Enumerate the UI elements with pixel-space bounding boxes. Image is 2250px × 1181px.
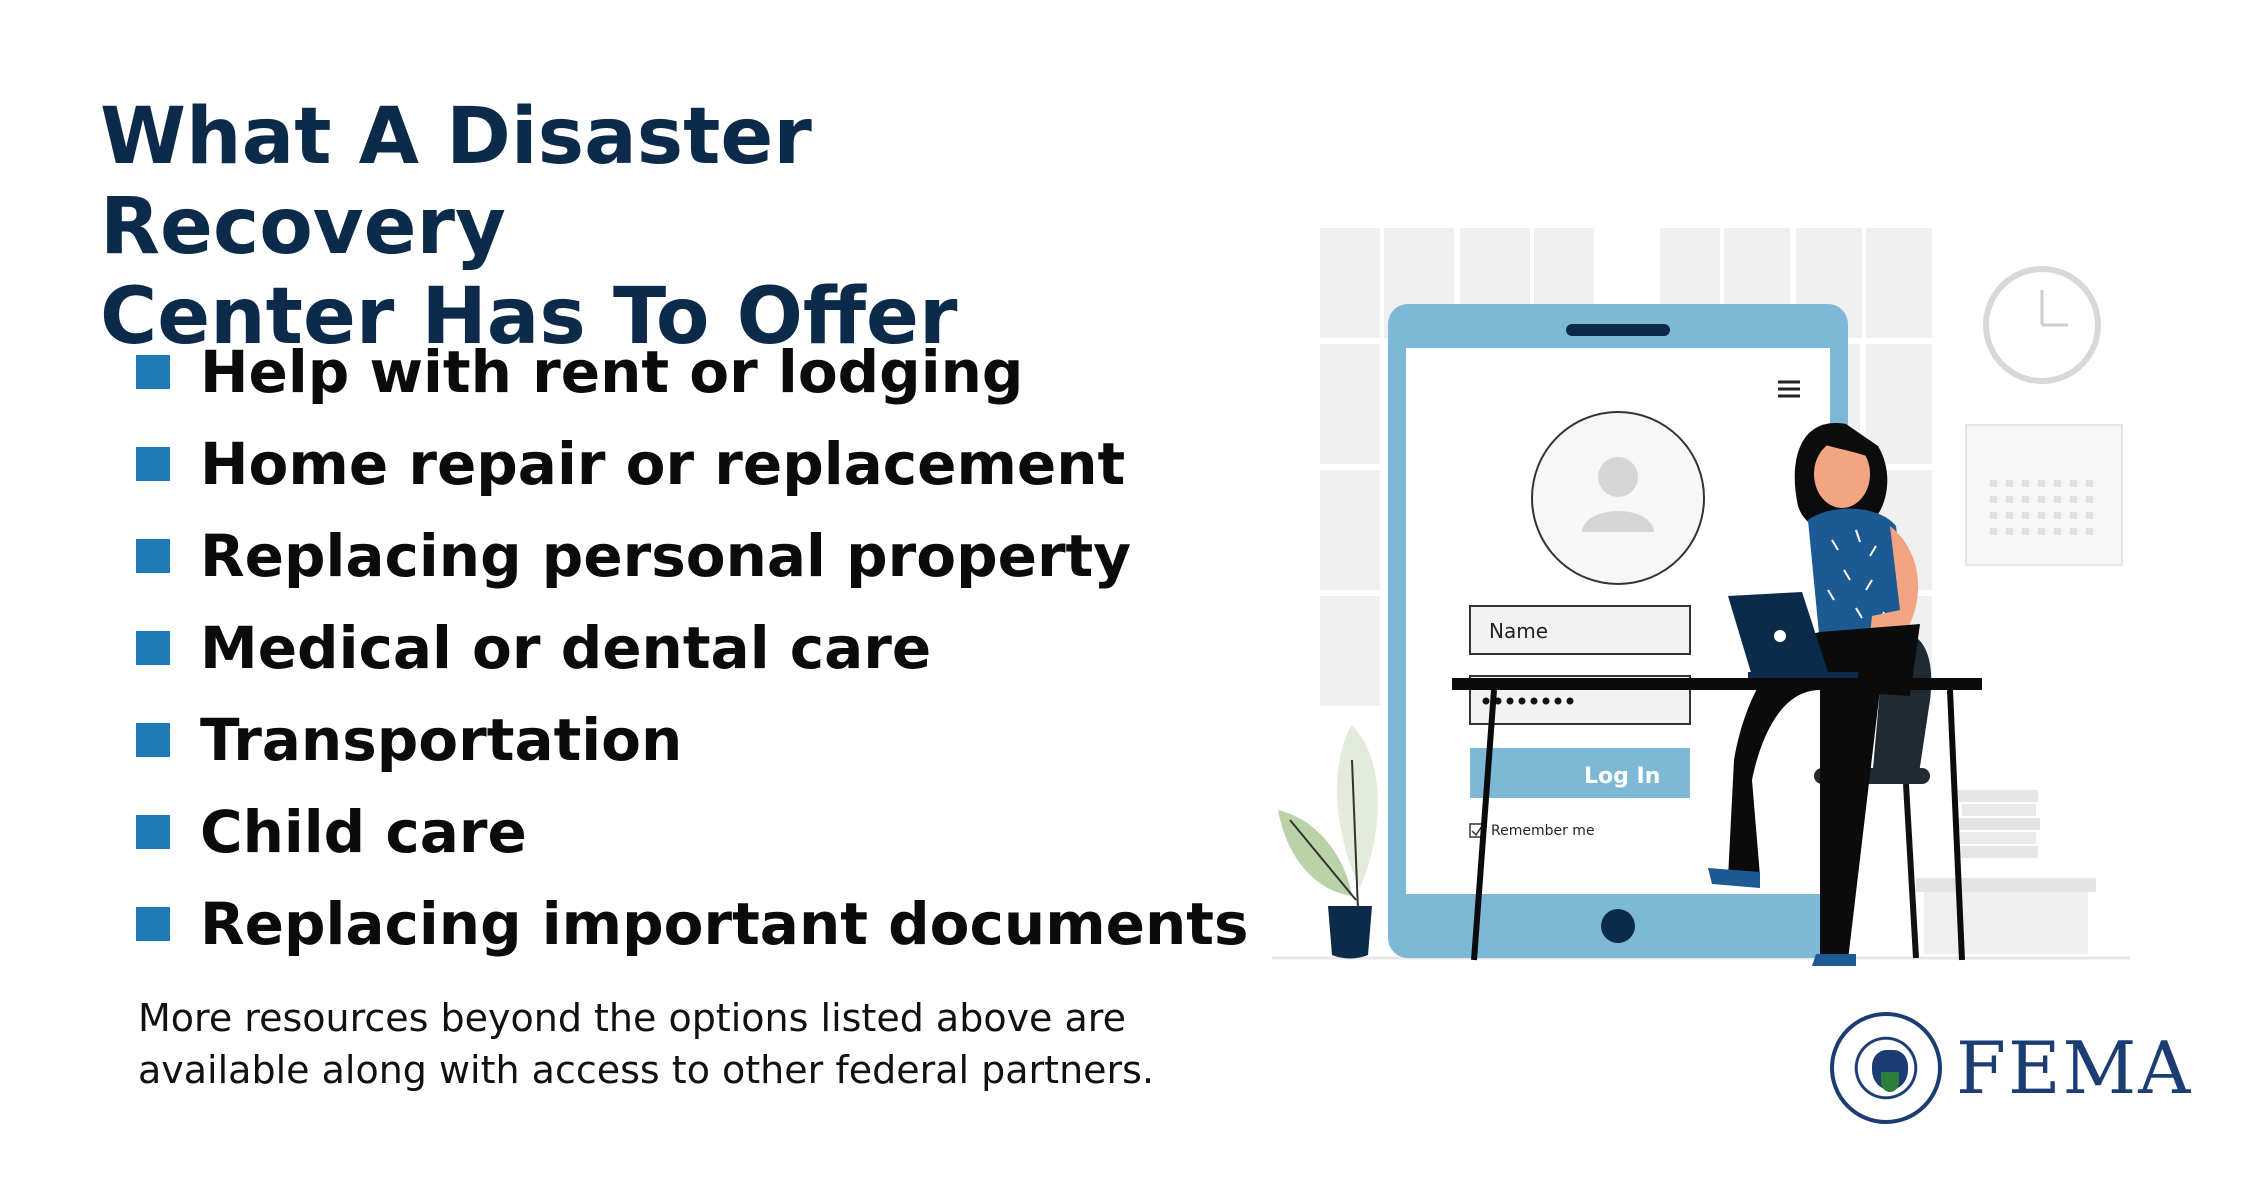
- square-bullet-icon: [136, 907, 170, 941]
- user-avatar-icon: [1531, 411, 1705, 585]
- offer-label: Replacing personal property: [200, 522, 1132, 590]
- offer-list: Help with rent or lodging Home repair or…: [136, 326, 1249, 970]
- square-bullet-icon: [136, 631, 170, 665]
- offer-label: Transportation: [200, 706, 683, 774]
- desk: [1452, 678, 1982, 961]
- fema-wordmark: FEMA: [1956, 1026, 2193, 1110]
- square-bullet-icon: [136, 723, 170, 757]
- fema-logo: FEMA: [1830, 1012, 2210, 1132]
- square-bullet-icon: [136, 539, 170, 573]
- square-bullet-icon: [136, 447, 170, 481]
- offer-label: Help with rent or lodging: [200, 338, 1024, 406]
- square-bullet-icon: [136, 355, 170, 389]
- list-item: Medical or dental care: [136, 602, 1249, 694]
- dhs-seal-icon: [1830, 1012, 1942, 1124]
- potted-plant: [1278, 725, 1378, 959]
- page-title-line-2: Center Has To Offer: [100, 272, 958, 362]
- wall-clock-icon: [1983, 266, 2101, 384]
- illustration-graphic: [1272, 228, 2130, 966]
- list-item: Home repair or replacement: [136, 418, 1249, 510]
- login-button-shape: [1470, 748, 1690, 798]
- list-item: Replacing personal property: [136, 510, 1249, 602]
- name-field-label: Name: [1489, 619, 1549, 643]
- hamburger-menu-icon: [1778, 380, 1800, 398]
- offer-label: Medical or dental care: [200, 614, 932, 682]
- name-field: [1469, 605, 1691, 655]
- square-bullet-icon: [136, 815, 170, 849]
- woman-at-laptop-illustration: Name Log In Remember me: [1260, 220, 2140, 980]
- shield-shape: [1881, 1072, 1899, 1092]
- footnote-line-2: available along with access to other fed…: [138, 1048, 1155, 1092]
- list-item: Help with rent or lodging: [136, 326, 1249, 418]
- list-item: Child care: [136, 786, 1249, 878]
- offer-label: Replacing important documents: [200, 890, 1249, 958]
- page-title: What A Disaster Recovery Center Has To O…: [100, 92, 1200, 362]
- list-item: Transportation: [136, 694, 1249, 786]
- login-button-label: Log In: [1584, 764, 1661, 789]
- footnote: More resources beyond the options listed…: [138, 992, 1238, 1096]
- laptop-icon: [1728, 592, 1858, 678]
- offer-label: Home repair or replacement: [200, 430, 1126, 498]
- page-title-line-1: What A Disaster Recovery: [100, 92, 812, 272]
- remember-me-label: Remember me: [1491, 823, 1595, 839]
- side-cabinet: [1916, 790, 2096, 954]
- list-item: Replacing important documents: [136, 878, 1249, 970]
- wall-calendar-icon: [1965, 424, 2123, 566]
- footnote-line-1: More resources beyond the options listed…: [138, 996, 1126, 1040]
- offer-label: Child care: [200, 798, 527, 866]
- password-dots: [1482, 697, 1574, 705]
